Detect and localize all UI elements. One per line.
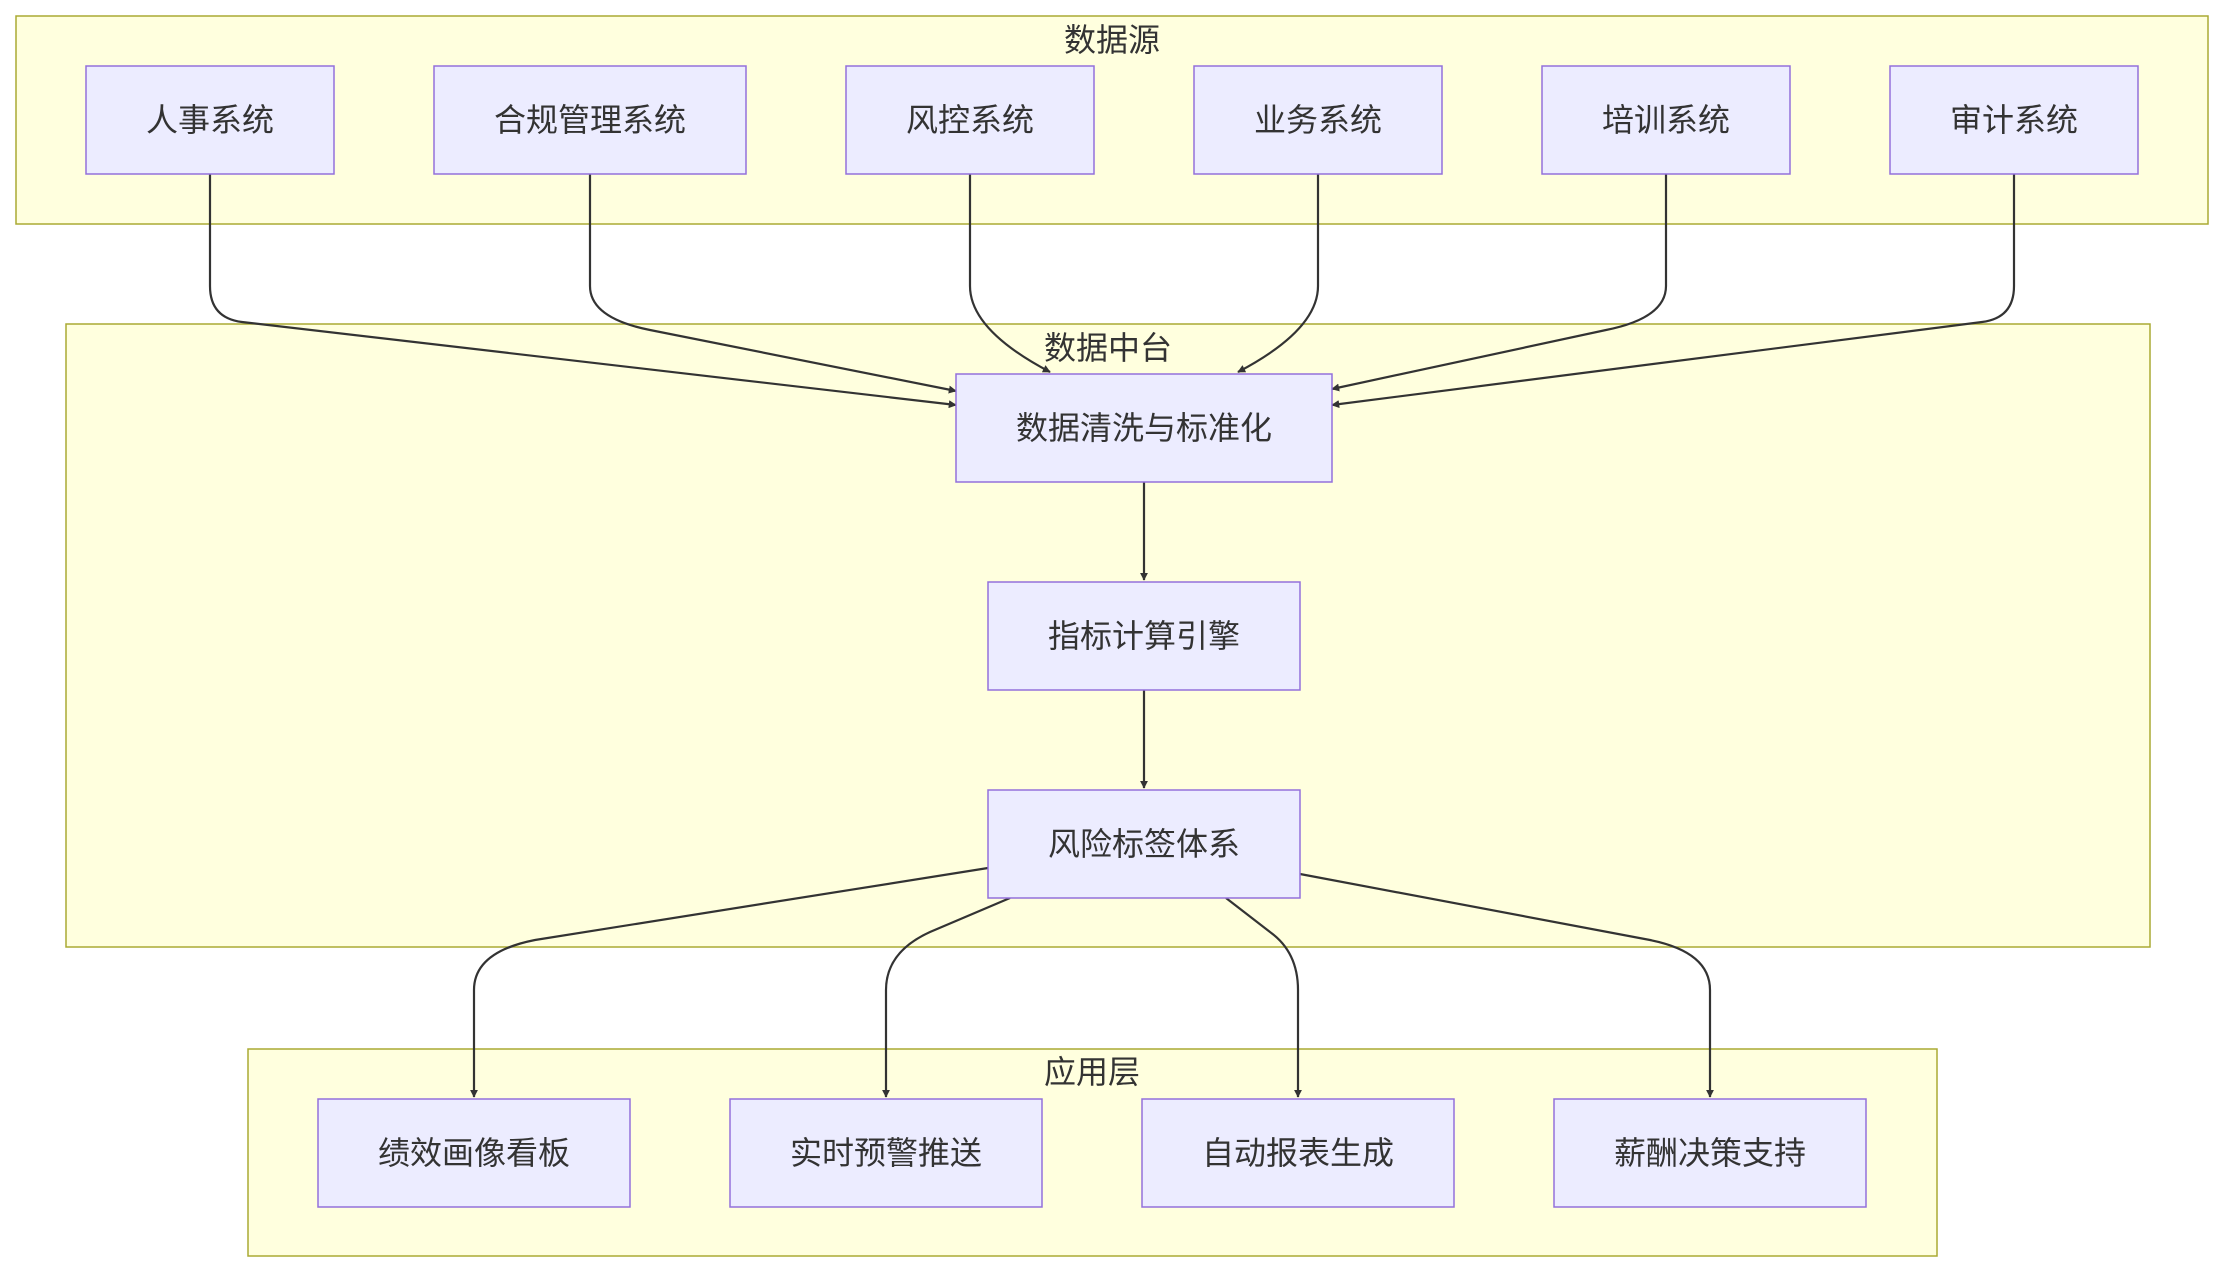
- node-compensation-support-label: 薪酬决策支持: [1614, 1134, 1806, 1172]
- edge-risk-tags-to-compensation: [1299, 872, 1714, 1098]
- node-compliance-system-label: 合规管理系统: [494, 101, 686, 139]
- cluster-data-sources-box: [15, 15, 2209, 225]
- node-audit-system-label: 审计系统: [1950, 101, 2078, 139]
- node-metrics-engine-label: 指标计算引擎: [1048, 617, 1240, 655]
- node-compliance-system-box: [433, 65, 747, 175]
- node-data-cleansing[interactable]: 数据清洗与标准化: [955, 373, 1333, 483]
- node-realtime-alerts-box: [729, 1098, 1043, 1208]
- edge-risk-tags-to-reports: [1225, 897, 1302, 1098]
- node-training-system[interactable]: 培训系统: [1541, 65, 1791, 175]
- node-hr-system-label: 人事系统: [146, 101, 274, 139]
- node-business-system-label: 业务系统: [1254, 101, 1382, 139]
- cluster-data-sources: 数据源: [15, 15, 2209, 225]
- node-compensation-support-box: [1553, 1098, 1867, 1208]
- cluster-data-platform-label: 数据中台: [1044, 329, 1172, 367]
- edge-training-to-cleansing: [1331, 174, 1668, 392]
- node-training-system-box: [1541, 65, 1791, 175]
- node-business-system-box: [1193, 65, 1443, 175]
- node-risk-control-system[interactable]: 风控系统: [845, 65, 1095, 175]
- node-risk-control-system-box: [845, 65, 1095, 175]
- cluster-application-layer-label: 应用层: [1044, 1053, 1140, 1091]
- node-audit-system[interactable]: 审计系统: [1889, 65, 2139, 175]
- node-risk-tags-box: [987, 789, 1301, 899]
- node-training-system-label: 培训系统: [1602, 101, 1730, 139]
- node-realtime-alerts[interactable]: 实时预警推送: [729, 1098, 1043, 1208]
- edge-risk-tags-to-dashboard: [470, 866, 989, 1098]
- cluster-data-sources-label: 数据源: [1064, 21, 1160, 59]
- edges: [208, 174, 2016, 1098]
- node-hr-system-box: [85, 65, 335, 175]
- node-business-system[interactable]: 业务系统: [1193, 65, 1443, 175]
- node-performance-dashboard[interactable]: 绩效画像看板: [317, 1098, 631, 1208]
- edge-audit-to-cleansing: [1331, 174, 2016, 409]
- edge-business-to-cleansing: [1237, 174, 1320, 373]
- node-performance-dashboard-label: 绩效画像看板: [378, 1134, 570, 1172]
- node-compliance-system[interactable]: 合规管理系统: [433, 65, 747, 175]
- node-metrics-engine-box: [987, 581, 1301, 691]
- edge-risk-tags-to-alerts: [882, 896, 1011, 1098]
- node-risk-control-system-label: 风控系统: [906, 101, 1034, 139]
- node-auto-reports[interactable]: 自动报表生成: [1141, 1098, 1455, 1208]
- node-auto-reports-box: [1141, 1098, 1455, 1208]
- node-risk-tags-label: 风险标签体系: [1048, 825, 1240, 863]
- edge-compliance-to-cleansing: [588, 174, 957, 394]
- node-data-cleansing-box: [955, 373, 1333, 483]
- node-risk-tags[interactable]: 风险标签体系: [987, 789, 1301, 899]
- node-realtime-alerts-label: 实时预警推送: [790, 1134, 982, 1172]
- node-data-cleansing-label: 数据清洗与标准化: [1016, 409, 1272, 447]
- edge-risk-control-to-cleansing: [968, 174, 1051, 373]
- node-performance-dashboard-box: [317, 1098, 631, 1208]
- node-auto-reports-label: 自动报表生成: [1202, 1134, 1394, 1172]
- node-metrics-engine[interactable]: 指标计算引擎: [987, 581, 1301, 691]
- node-hr-system[interactable]: 人事系统: [85, 65, 335, 175]
- node-compensation-support[interactable]: 薪酬决策支持: [1553, 1098, 1867, 1208]
- node-audit-system-box: [1889, 65, 2139, 175]
- edge-hr-to-cleansing: [208, 174, 957, 409]
